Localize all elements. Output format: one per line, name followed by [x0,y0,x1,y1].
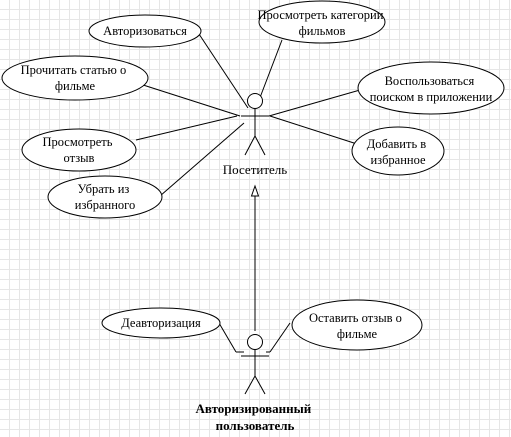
use-case-read-article-label-2: фильме [55,79,96,93]
actor-visitor-head [247,93,263,109]
use-case-remove-favorite-label-1: Убрать из [78,182,130,196]
use-case-view-review-label-1: Просмотреть [42,135,112,149]
actor-visitor-label: Посетитель [223,162,287,177]
use-case-deauthorize-label: Деавторизация [121,316,201,330]
assoc-read-article [139,83,241,117]
assoc-leave-review [269,322,291,353]
use-case-view-categories-label-1: Просмотреть категории [257,8,383,22]
assoc-view-review [135,115,238,141]
use-case-authorize: Авторизоваться [88,14,202,48]
use-case-add-favorite: Добавить в избранное [351,126,445,176]
actor-visitor [241,93,269,156]
assoc-deauthorize [218,322,237,353]
use-case-add-favorite-label-1: Добавить в [367,137,427,151]
use-case-use-search-label-1: Воспользоваться [385,74,475,88]
use-case-view-categories-label-2: фильмов [299,24,346,38]
assoc-add-favorite [269,115,358,145]
svg-text:Воспользоваться поиском: Воспользоваться поиском в приложении [370,74,493,104]
use-case-use-search-label-2: поиском в приложении [370,90,493,104]
generalization-arrowhead [250,184,260,197]
use-case-remove-favorite: Убрать из избранного [47,175,163,219]
use-case-view-review-label-2: отзыв [64,151,95,165]
use-case-use-search: Воспользоваться поиском в приложении [357,61,505,115]
use-case-add-favorite-label-2: избранное [370,153,426,167]
actor-authorized-user [241,334,269,395]
use-case-read-article-label-1: Прочитать статью о [21,63,127,77]
svg-text:Добавить в избранное: Добавить в избранное [367,137,430,167]
use-case-authorize-label: Авторизоваться [103,24,187,38]
svg-text:Убрать из избранного: Убрать из избранного [75,182,135,212]
use-case-remove-favorite-label-2: избранного [75,198,135,212]
use-case-leave-review-label-1: Оставить отзыв о [309,311,402,325]
actor-authorized-user-label: Авторизированный пользователь [195,401,314,433]
assoc-remove-favorite [159,122,245,197]
use-case-leave-review-label-2: фильме [337,327,378,341]
svg-text:Просмотреть категории фи: Просмотреть категории фильмов [257,8,386,38]
svg-text:Прочитать статью о фильм: Прочитать статью о фильме [21,63,130,93]
svg-text:Просмотреть отзыв: Просмотреть отзыв [42,135,115,165]
use-case-leave-review: Оставить отзыв о фильме [291,299,423,351]
svg-text:Авторизоваться: Авторизоваться [103,24,187,38]
svg-text:Оставить отзыв о фильме: Оставить отзыв о фильме [309,311,405,341]
use-case-deauthorize: Деавторизация [101,307,221,339]
use-case-view-categories: Просмотреть категории фильмов [257,0,386,44]
svg-text:Деавторизация: Деавторизация [121,316,201,330]
use-case-view-review: Просмотреть отзыв [21,128,137,172]
use-case-read-article: Прочитать статью о фильме [1,55,149,101]
assoc-authorize [196,30,249,109]
assoc-use-search [268,89,361,117]
actor-authorized-user-head [247,334,263,350]
